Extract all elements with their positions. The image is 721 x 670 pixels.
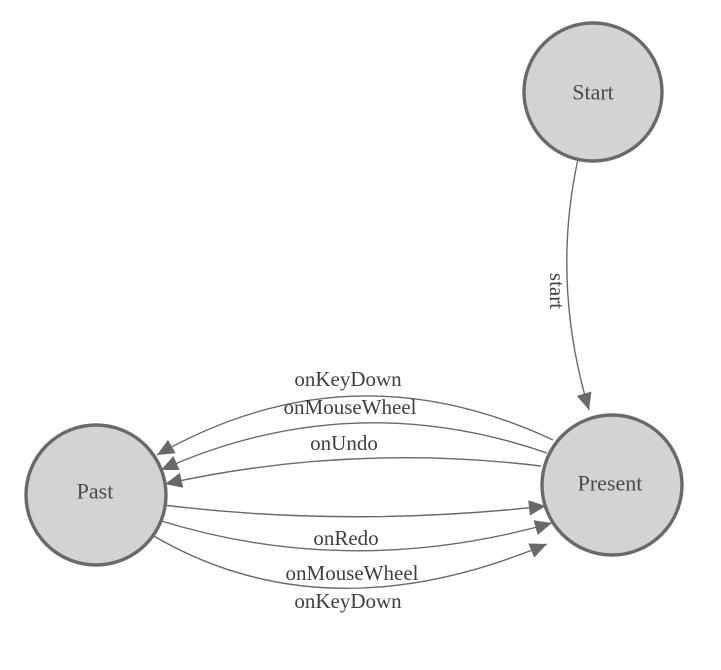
edge-line-start [566,158,592,411]
edge-label-onundo: onUndo [310,431,378,455]
node-start-label: Start [572,79,614,104]
edge-line-onredo [162,500,547,518]
node-past-circle [24,423,168,567]
edge-present-to-past-onmousewheel: onMouseWheel [160,395,548,471]
node-present: Present [540,413,684,557]
edge-past-to-present-onredo: onRedo [162,500,547,550]
edge-label-onredo: onRedo [313,526,378,550]
node-start-circle [522,21,664,163]
edge-line-onmousewheel-bottom [157,519,553,552]
node-past: Past [24,423,168,567]
edge-line-onmousewheel-top [160,422,548,471]
edge-start-to-present: start [545,158,592,411]
edge-line-onkeydown-top [156,395,554,456]
node-start: Start [522,21,664,163]
edge-line-onkeydown-bottom [151,534,548,590]
edge-label-start: start [545,273,569,309]
edge-label-onkeydown-top: onKeyDown [294,367,402,391]
edge-present-to-past-onkeydown: onKeyDown [156,367,554,456]
node-past-label: Past [77,478,114,503]
edge-line-onundo [164,457,542,488]
edge-past-to-present-onkeydown: onKeyDown [151,534,548,613]
edge-present-to-past-onundo: onUndo [164,431,542,488]
node-present-label: Present [578,470,643,495]
edge-past-to-present-onmousewheel: onMouseWheel [157,519,553,585]
edge-label-onmousewheel-bottom: onMouseWheel [286,561,419,585]
node-present-circle [540,413,684,557]
edge-label-onmousewheel-top: onMouseWheel [284,395,417,419]
edge-label-onkeydown-bottom: onKeyDown [294,589,402,613]
